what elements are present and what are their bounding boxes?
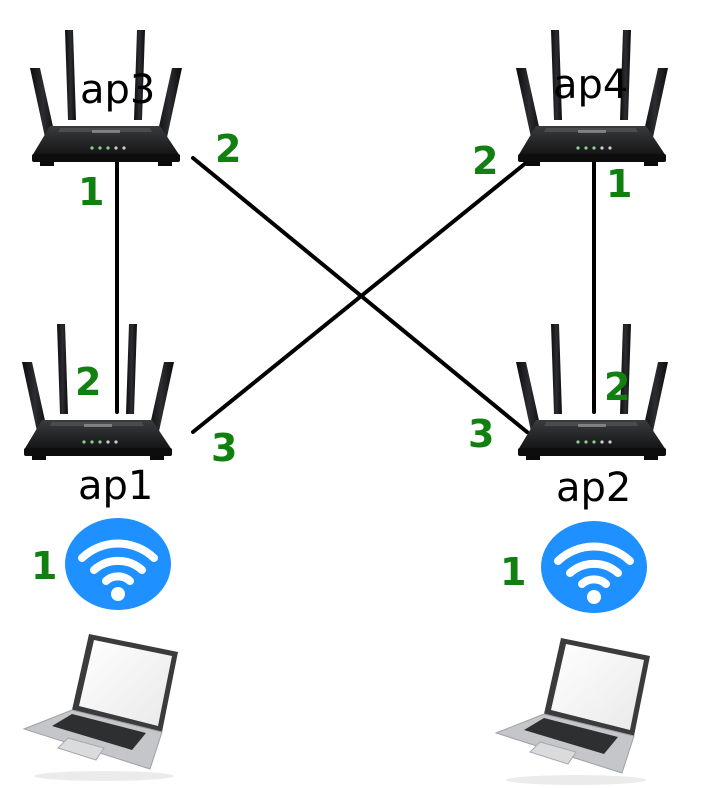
laptop-icon-ap2 [495, 637, 651, 786]
ap1-port2-label: 2 [75, 360, 101, 404]
wifi-icon-ap1 [65, 518, 171, 610]
ap2-port2-label: 2 [604, 365, 630, 409]
ap3-port2-label: 2 [215, 127, 241, 171]
link-ap4-ap1 [191, 156, 534, 434]
ap4-port2-label: 2 [472, 139, 498, 183]
ap1-wifi-port1-label: 1 [31, 544, 57, 588]
ap1-label: ap1 [78, 463, 153, 509]
ap3-label: ap3 [80, 67, 155, 113]
ap1-port3-label: 3 [211, 426, 237, 470]
ap2-port3-label: 3 [468, 412, 494, 456]
ap4-label: ap4 [553, 62, 628, 108]
ap3-port1-label: 1 [78, 170, 104, 214]
laptop-icon-ap1 [23, 633, 179, 782]
wifi-icon-ap2 [541, 521, 647, 613]
ap2-label: ap2 [556, 465, 631, 511]
ap2-wifi-port1-label: 1 [500, 550, 526, 594]
ap4-port1-label: 1 [606, 162, 632, 206]
